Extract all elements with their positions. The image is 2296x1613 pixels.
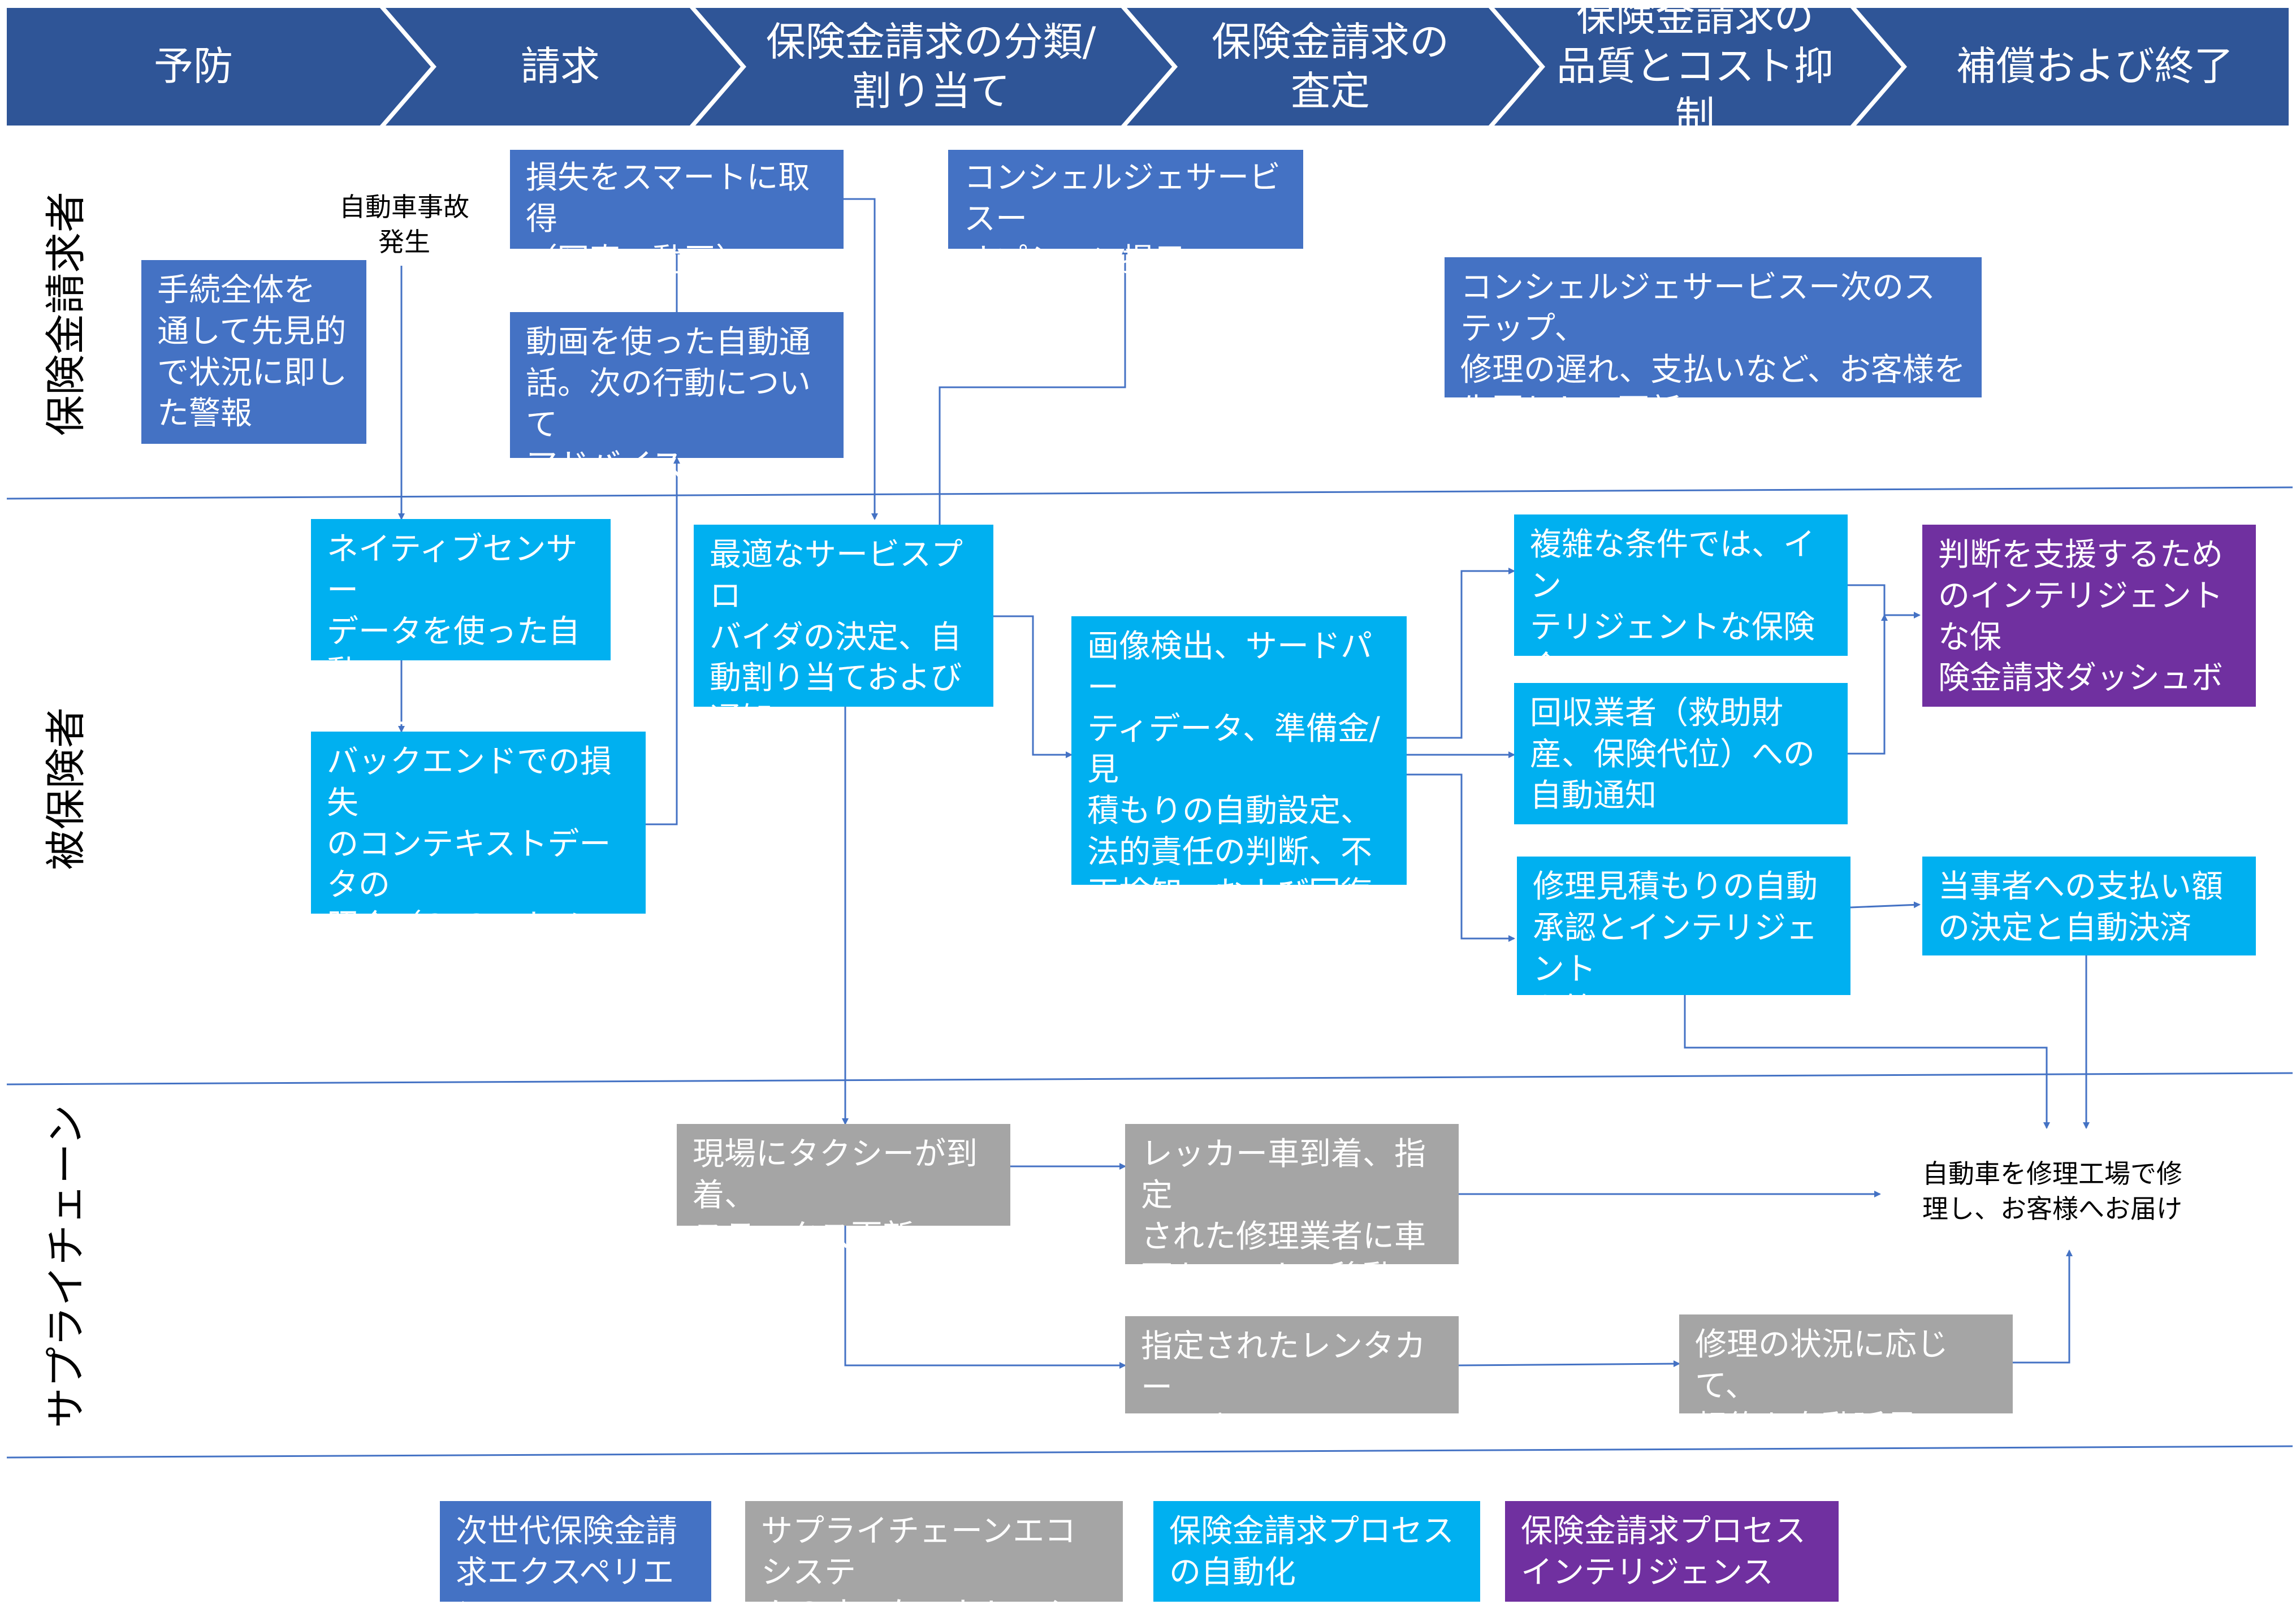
box-image-detection: 画像検出、サードパー ティデータ、準備金/見 積もりの自動設定、 法的責任の判断…	[1071, 616, 1407, 953]
lane-label-insured: 被保険者	[42, 707, 90, 871]
box-contract-extension: 修理の状況に応じて、 契約を自動延長	[1679, 1314, 2013, 1446]
text-repair-and-deliver: 自動車を修理工場で修 理し、お客様へお届け	[1922, 1158, 2182, 1225]
header-band	[7, 8, 2289, 126]
arrow-repair-to-deliver	[1684, 995, 2050, 1129]
arrow-repair-to-payment	[1850, 901, 1921, 909]
header-step-assessment: 保険金請求の 査定	[1212, 18, 1449, 115]
box-payment-settlement: 当事者への支払い額 の決定と自動決済	[1922, 857, 2256, 955]
box-complex-assignment: 複雑な条件では、イン テリジェントな保険金 請求割り当て	[1514, 514, 1848, 728]
arrow-backend-to-autocall	[646, 457, 680, 825]
box-salvage-notification: 回収業者（救助財 産、保険代位）への 自動通知	[1514, 683, 1848, 824]
box-concierge-next-steps: コンシェルジェサービスー次のステップ、 修理の遅れ、支払いなど、お客様を 先回り…	[1445, 257, 1982, 429]
lane-separator-1	[6, 486, 2293, 500]
box-rental-car: 指定されたレンタカー の配車	[1125, 1316, 1459, 1447]
arrow-imagedetect-to-repair	[1407, 773, 1515, 942]
lane-label-supply-chain: サプライチェーン	[42, 1104, 90, 1429]
connectors	[398, 198, 2090, 1369]
header-step-claim: 請求	[521, 43, 600, 90]
header-step-triage: 保険金請求の分類/ 割り当て	[766, 18, 1096, 115]
arrow-extend-to-deliver	[2013, 1249, 2073, 1364]
box-backend-context: バックエンドでの損失 のコンテキストデータの 照合（CPG、カメラ、 衛星画像な…	[311, 732, 646, 1027]
legend-item-intelligence: 保険金請求プロセス インテリジェンス	[1505, 1501, 1839, 1602]
box-repair-estimate: 修理見積もりの自動 承認とインテリジェント な管理	[1517, 857, 1850, 1028]
legend-item-orchestration: サプライチェーンエコシステ ムのオーケストレーション	[745, 1501, 1123, 1613]
box-auto-video-call: 動画を使った自動通 話。次の行動について アドバイス	[510, 312, 844, 484]
arrow-salvage-to-dashboard	[1848, 614, 1888, 755]
box-smart-loss-capture: 損失をスマートに取得 （写真、動画）	[510, 150, 844, 279]
box-native-fnol: ネイティブセンサー データを使った自動 FNOL	[311, 519, 611, 732]
header-step-shape-5	[1494, 8, 1901, 126]
header-step-shape-4	[1127, 8, 1540, 126]
legend-item-automation: 保険金請求プロセス の自動化	[1153, 1501, 1480, 1602]
lane-label-claimant: 保険金請求者	[42, 191, 90, 436]
box-provider-assignment: 最適なサービスプロ バイダの決定、自 動割り当ておよび 通知	[694, 525, 993, 738]
header-step-settlement: 補償および終了	[1956, 43, 2234, 90]
header-step-shape-1	[7, 8, 431, 126]
header-step-shape-2	[386, 8, 741, 126]
box-taxi-arrival: 現場にタクシーが到着、 ステータス更新	[677, 1124, 1010, 1255]
text-car-accident: 自動車事故 発生	[339, 192, 469, 258]
arrow-rental-to-extend	[1458, 1360, 1680, 1368]
legend-item-experience: 次世代保険金請 求エクスペリエンス	[440, 1501, 711, 1613]
header-step-quality-cost: 保険金請求の 品質とコスト抑制	[1556, 0, 1834, 139]
lane-separators	[6, 486, 2293, 1459]
arrow-provider-to-concierge	[939, 248, 1128, 525]
box-proactive-alert: 手続全体を 通して先見的 で状況に即し た警報	[141, 260, 366, 444]
lane-separator-3	[6, 1445, 2293, 1459]
lane-separator-2	[6, 1072, 2293, 1086]
arrow-provider-to-imagedetect	[993, 615, 1073, 758]
box-tow-truck: レッカー車到着、指定 された修理業者に車 両をレッカー移動	[1125, 1124, 1459, 1296]
header-step-prevention: 予防	[154, 43, 233, 90]
header-step-shape-6	[1856, 8, 2289, 126]
box-claims-dashboard: 判断を支援するため のインテリジェントな保 険金請求ダッシュボー ド	[1922, 525, 2256, 779]
arrow-imagedetect-to-complex	[1407, 568, 1515, 739]
arrow-capture-to-provider	[844, 198, 878, 520]
box-concierge-option: コンシェルジェサービスー オプション提示	[948, 150, 1303, 279]
arrow-complex-to-dashboard	[1848, 584, 1921, 619]
header-step-shape-3	[695, 8, 1172, 126]
arrow-taxi-to-rental	[844, 1226, 1126, 1369]
